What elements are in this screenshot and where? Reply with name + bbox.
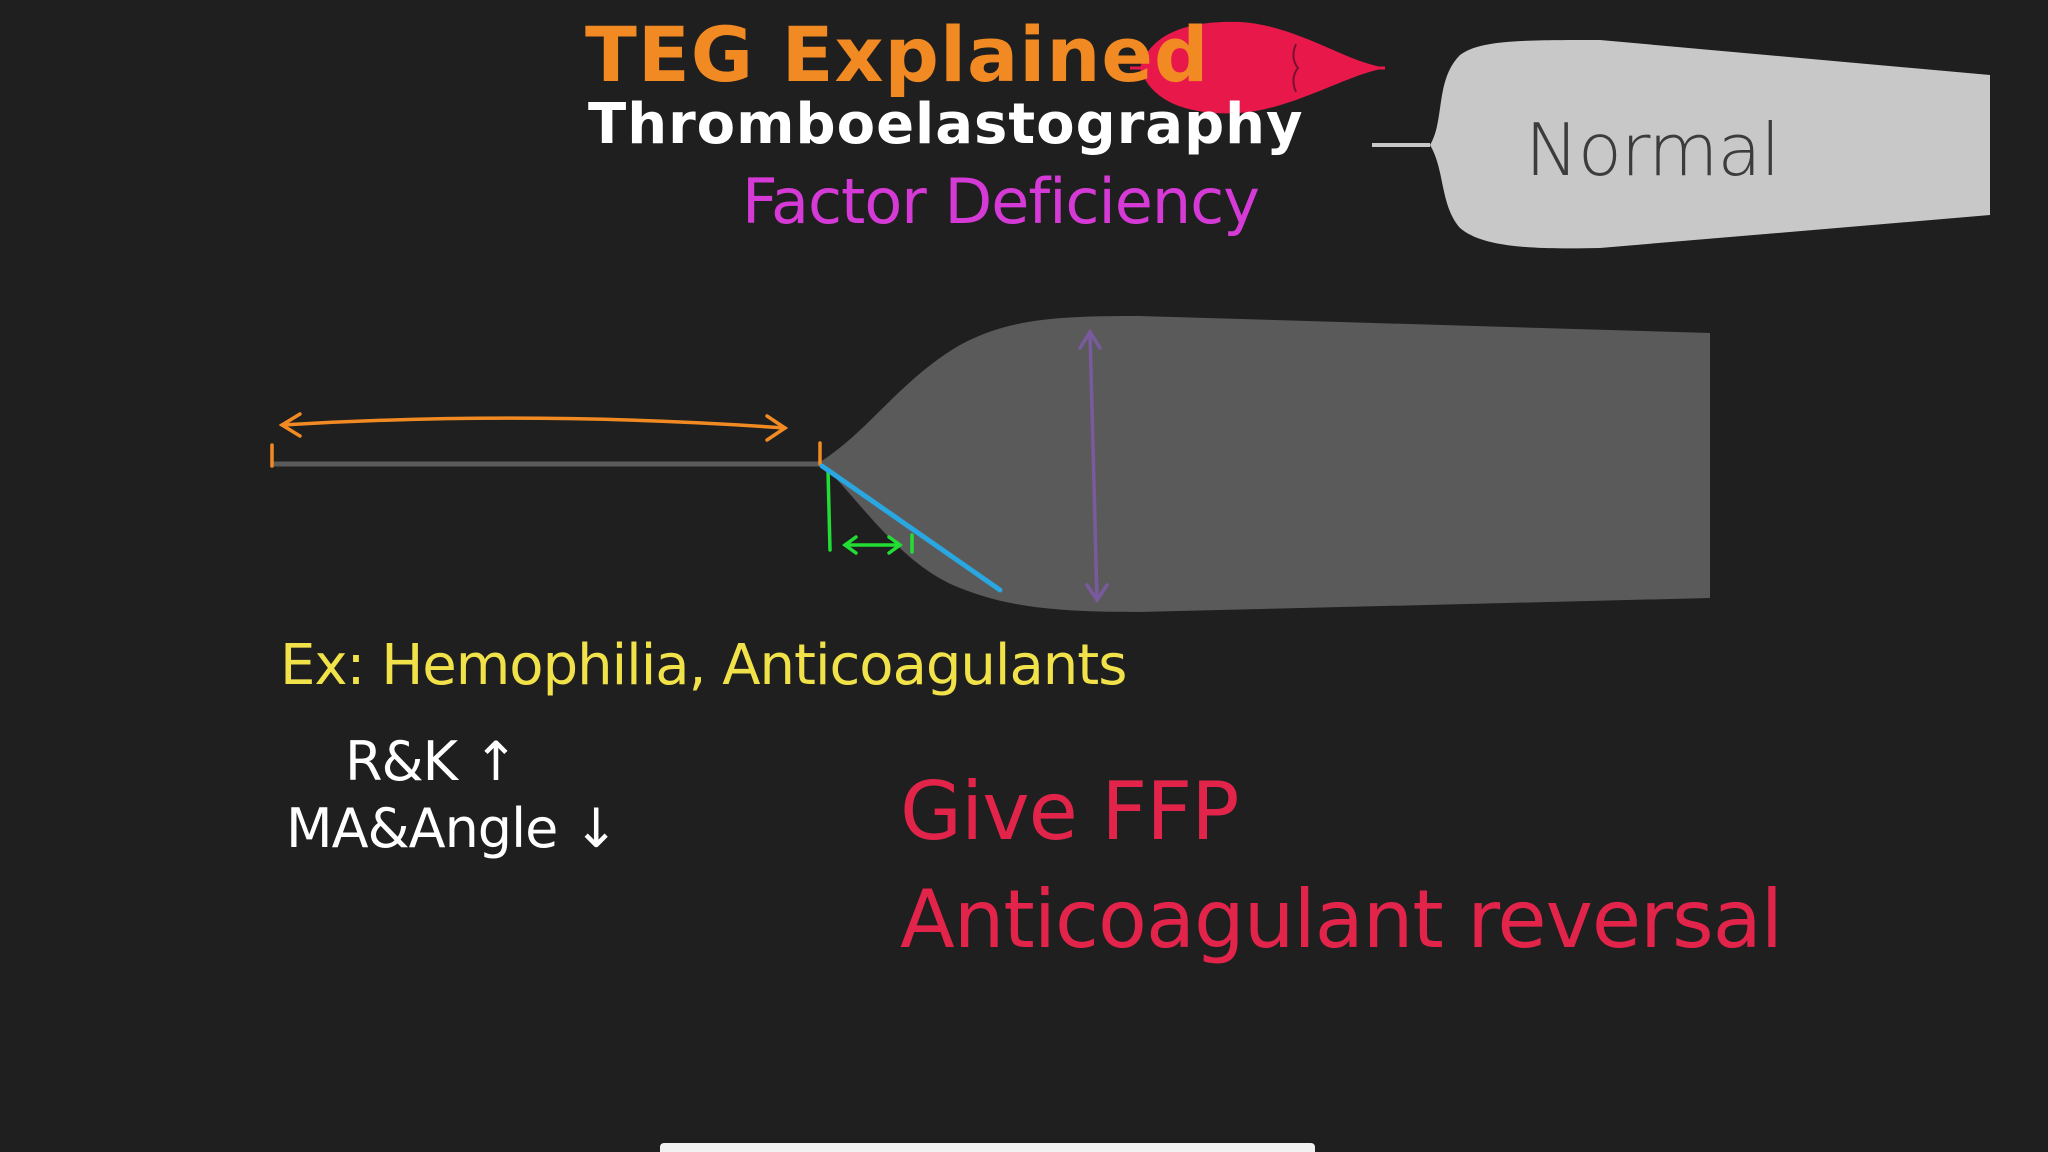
ma-arrow [1078, 328, 1109, 604]
alpha-angle-line [819, 463, 1003, 593]
normal-trace-label: Normal [1525, 108, 1781, 192]
finding-r-k: R&K ↑ [345, 730, 518, 793]
k-time-arrow [826, 468, 914, 555]
finding-ma-angle: MA&Angle ↓ [286, 797, 619, 860]
page-subtitle: Thromboelastography [588, 92, 1304, 157]
home-indicator-bar[interactable] [660, 1143, 1315, 1152]
r-time-arrow [270, 412, 822, 468]
normal-teg-trace [1372, 40, 1990, 249]
examples-text: Ex: Hemophilia, Anticoagulants [280, 633, 1127, 698]
treatment-line-2: Anticoagulant reversal [900, 873, 1783, 966]
page-title: TEG Explained [585, 10, 1210, 99]
teg-trace-logo-icon [1130, 21, 1385, 114]
treatment-line-1: Give FFP [900, 765, 1239, 858]
topic-heading: Factor Deficiency [742, 165, 1260, 238]
factor-deficiency-trace [820, 316, 1710, 612]
